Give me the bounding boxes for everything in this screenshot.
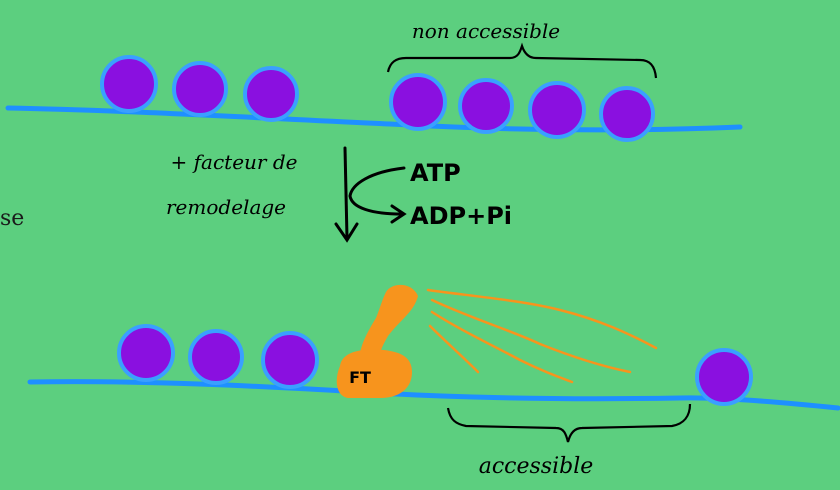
nucleosome (261, 331, 319, 389)
bottom-chromatin: FT accessible (27, 284, 840, 479)
atp-label: ATP (410, 159, 461, 187)
accessible-brace (446, 403, 692, 443)
nucleosome (172, 61, 228, 117)
transcription-factor (336, 284, 418, 398)
nucleosome (100, 55, 158, 113)
nucleosome (599, 86, 655, 142)
accessible-dna-squiggles (426, 288, 658, 384)
non-accessible-brace (386, 42, 658, 79)
top-chromatin: non accessible (5, 19, 743, 142)
arrow-down-icon (334, 146, 359, 243)
non-accessible-label: non accessible (412, 19, 560, 43)
nucleosome (695, 348, 753, 406)
remodeling-factor-label-line1: + facteur de (171, 150, 298, 174)
nucleosome (389, 73, 447, 131)
nucleosome (188, 329, 244, 385)
ft-label: FT (349, 368, 371, 387)
nucleosome (117, 324, 175, 382)
edge-text-fragment: se (0, 206, 25, 231)
top-nucleosomes (100, 55, 655, 142)
remodeling-factor-label-line2: remodelage (166, 195, 286, 219)
nucleosome (243, 66, 299, 122)
remodeling-reaction: + facteur de remodelage ATP ADP+Pi (166, 146, 512, 243)
accessible-label: accessible (479, 454, 594, 479)
atp-hydrolysis-arrow (348, 166, 407, 224)
nucleosome (458, 78, 514, 134)
bottom-nucleosomes (117, 324, 753, 406)
adp-pi-label: ADP+Pi (410, 202, 512, 230)
nucleosome (528, 81, 586, 139)
